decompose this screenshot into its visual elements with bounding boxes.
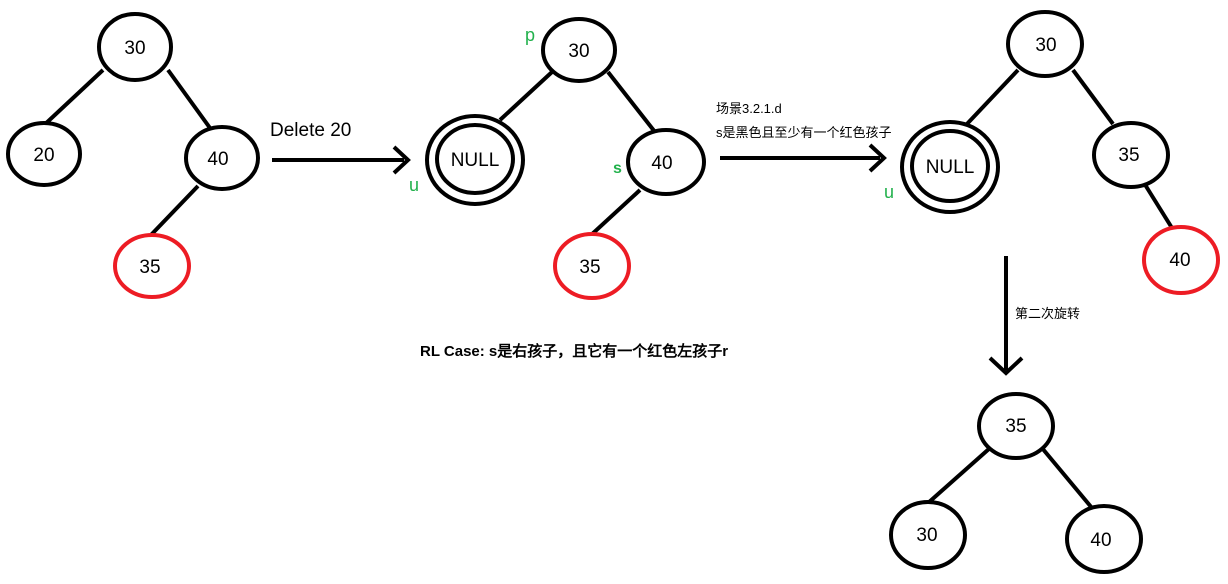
- rl-case-caption: RL Case: s是右孩子，且它有一个红色左孩子r: [420, 342, 728, 360]
- edge-40-35: [148, 184, 200, 238]
- edge-30-40: [166, 68, 212, 130]
- node-label-40: 40: [207, 149, 228, 170]
- node-circle-35: [977, 392, 1055, 460]
- edge-35-30: [926, 446, 992, 505]
- arrow-delete-label: Delete 20: [270, 120, 351, 141]
- edge-35-40: [1040, 446, 1094, 510]
- arrow-delete: Delete 20: [270, 120, 411, 175]
- node-circle-35-red: [113, 233, 191, 299]
- edge-30-35: [1071, 68, 1115, 126]
- edge-35-40: [1142, 181, 1174, 230]
- arrow-second-rotation-label: 第二次旋转: [1015, 306, 1080, 321]
- null-node-label: NULL: [451, 150, 500, 171]
- arrow-scenario-label: 场景3.2.1.d: [716, 101, 782, 116]
- arrow-second-rotation: 第二次旋转: [988, 256, 1080, 376]
- node-circle-30: [889, 500, 967, 570]
- node-label-20: 20: [33, 145, 54, 166]
- null-node-inner-ring: [435, 123, 515, 195]
- node-label-35: 35: [1118, 145, 1139, 166]
- arrow-head: [392, 145, 411, 175]
- node-circle-30: [541, 17, 617, 83]
- node-label-30: 30: [568, 41, 589, 62]
- node-label-30: 30: [916, 525, 937, 546]
- node-label-35: 35: [579, 257, 600, 278]
- label-p: p: [525, 25, 535, 45]
- tree-after-delete: 30 p NULL u 40 s 35: [409, 17, 706, 300]
- node-circle-40-red: [1142, 225, 1220, 295]
- label-u: u: [409, 175, 419, 195]
- node-label-40: 40: [1090, 530, 1111, 551]
- node-label-30: 30: [124, 38, 145, 59]
- tree-final: 35 30 40: [889, 392, 1143, 574]
- node-circle-20: [6, 121, 82, 187]
- node-circle-35: [1092, 121, 1170, 189]
- tree-before-delete: 30 20 40 35: [6, 12, 260, 299]
- edge-30-20: [40, 68, 105, 129]
- label-s: s: [613, 160, 622, 177]
- edge-30-40: [606, 70, 657, 134]
- label-u: u: [884, 182, 894, 202]
- node-circle-40: [626, 128, 706, 196]
- null-node-inner-ring: [910, 129, 990, 203]
- node-circle-30: [97, 12, 173, 82]
- node-circle-40: [184, 125, 260, 191]
- edge-30-null: [498, 70, 554, 122]
- node-label-35: 35: [139, 257, 160, 278]
- tree-after-first-rotation: 30 NULL u 35 40: [884, 10, 1220, 295]
- null-node-label: NULL: [926, 157, 975, 178]
- arrow-first-rotation: 场景3.2.1.d s是黑色且至少有一个红色孩子: [716, 101, 892, 173]
- node-circle-40: [1065, 504, 1143, 574]
- node-circle-30: [1006, 10, 1084, 78]
- node-label-30: 30: [1035, 35, 1056, 56]
- node-circle-35-red: [553, 232, 631, 300]
- edge-30-null: [964, 68, 1020, 127]
- arrow-head: [988, 356, 1024, 376]
- node-label-40: 40: [1169, 250, 1190, 271]
- arrow-condition-label: s是黑色且至少有一个红色孩子: [716, 125, 892, 140]
- edge-40-35: [588, 188, 642, 238]
- node-label-40: 40: [651, 153, 672, 174]
- node-label-35: 35: [1005, 416, 1026, 437]
- arrow-head: [868, 143, 887, 173]
